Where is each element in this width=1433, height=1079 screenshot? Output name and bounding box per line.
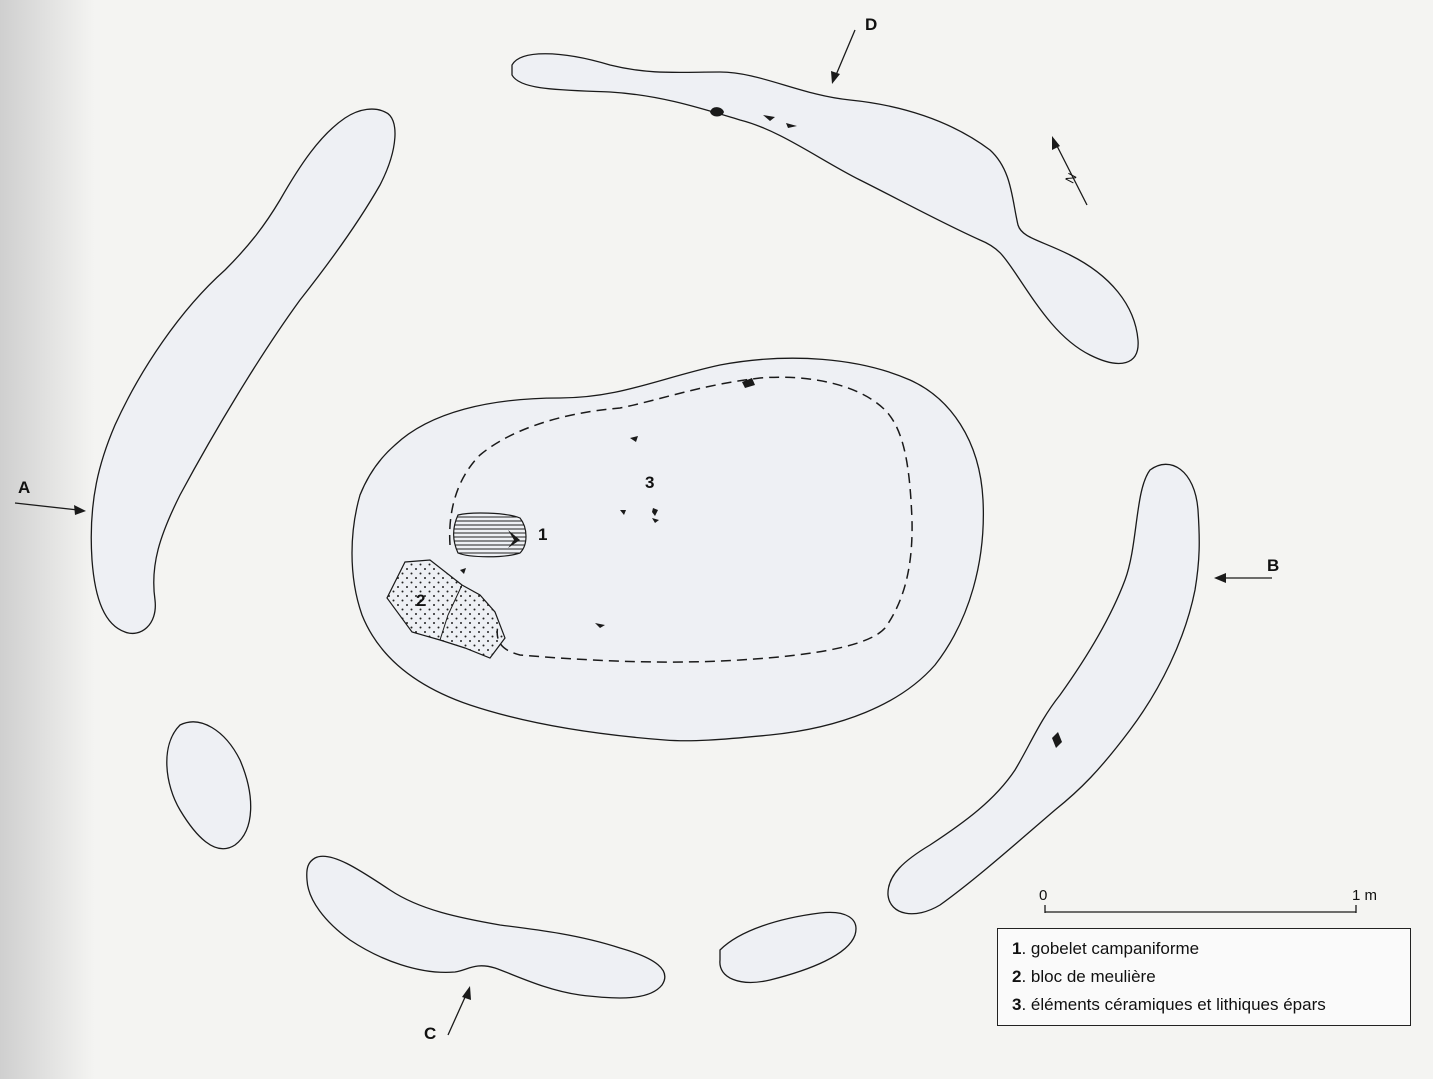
scale-end-label: 1 m — [1352, 887, 1377, 904]
legend-item: 2. bloc de meulière — [1012, 967, 1156, 986]
inner-boundary-dashed — [448, 376, 913, 663]
scale-start-label: 0 — [1039, 887, 1047, 904]
ditch-segment-south — [306, 855, 666, 999]
feature-number-2: 2 — [416, 591, 425, 610]
feature-number-3: 3 — [645, 473, 654, 492]
scale-bar — [1044, 905, 1357, 913]
section-label-C: C — [424, 1024, 436, 1043]
millstone-crack — [439, 584, 463, 641]
section-arrow-A — [14, 502, 86, 515]
section-arrow-B — [1214, 573, 1272, 583]
section-label-A: A — [18, 478, 30, 497]
bell-beaker — [452, 512, 527, 558]
section-label-B: B — [1267, 556, 1279, 575]
section-arrow-D — [831, 29, 856, 84]
page-gutter-shadow — [0, 0, 95, 1079]
ditch-segment-south-small — [719, 911, 857, 984]
central-pit — [351, 357, 985, 742]
section-label-D: D — [865, 15, 877, 34]
legend-item: 3. éléments céramiques et lithiques épar… — [1012, 995, 1326, 1014]
scattered-fragments — [460, 107, 1062, 748]
ditch-segment-east — [887, 463, 1200, 915]
ditch-segment-southwest-small — [166, 721, 252, 850]
legend-item: 1. gobelet campaniforme — [1012, 939, 1200, 958]
section-arrow-C — [447, 986, 471, 1036]
ditch-segment-north — [511, 53, 1139, 364]
feature-number-1: 1 — [538, 525, 547, 544]
ditch-segment-west — [90, 108, 396, 635]
north-arrow-icon — [1052, 136, 1088, 206]
legend-box: 1. gobelet campaniforme 2. bloc de meuli… — [997, 928, 1411, 1026]
millstone-block — [386, 559, 506, 659]
